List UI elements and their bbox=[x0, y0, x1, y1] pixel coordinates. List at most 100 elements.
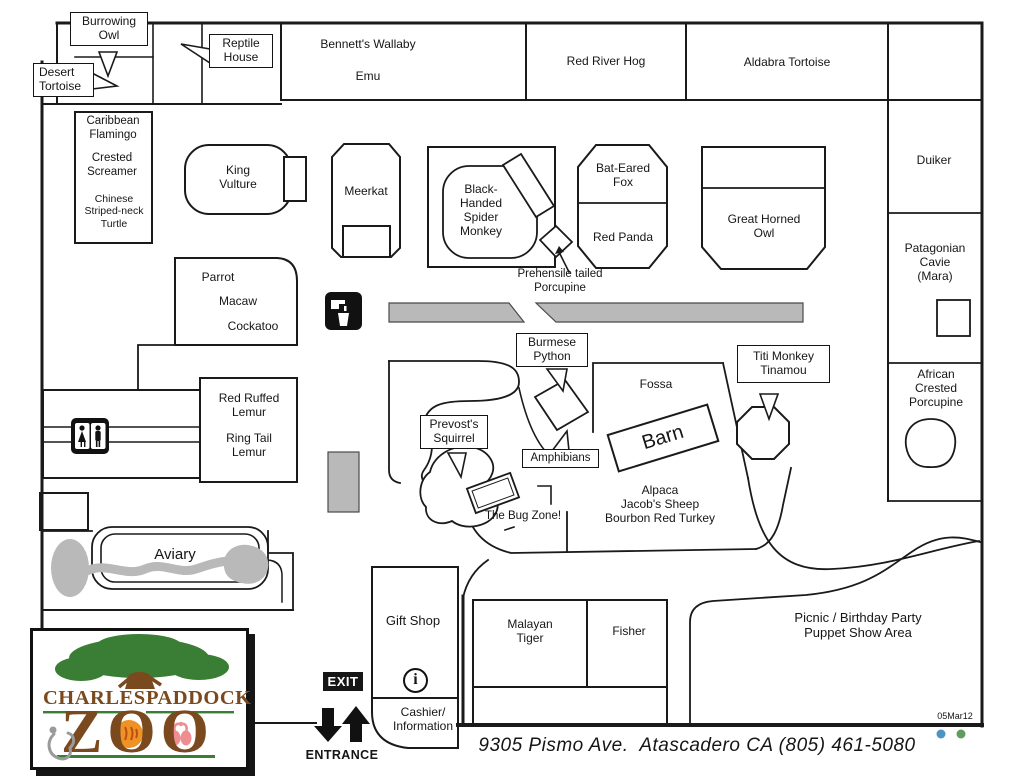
callout-prevosts-squirrel: Prevost's Squirrel bbox=[420, 415, 488, 449]
label-emu: Emu bbox=[355, 69, 381, 83]
address-text: 9305 Pismo Ave. Atascadero CA (805) 461-… bbox=[478, 735, 916, 756]
label-king-vulture: King Vulture bbox=[219, 163, 257, 192]
label-macaw: Macaw bbox=[218, 294, 258, 308]
owl-enclosure bbox=[701, 146, 826, 270]
restroom-icon bbox=[71, 418, 109, 454]
tree-crown bbox=[55, 657, 107, 681]
label-prehensile-porcupine: Prehensile tailed Porcupine bbox=[517, 268, 603, 294]
prevosts-squirrel-pointer bbox=[446, 452, 467, 480]
label-red-panda: Red Panda bbox=[592, 230, 654, 244]
label-gift-shop: Gift Shop bbox=[385, 613, 441, 628]
right-column-dividers bbox=[887, 212, 983, 502]
drinking-fountain-icon bbox=[325, 292, 362, 330]
amphibians-pointer bbox=[550, 428, 570, 452]
walkway-bar-vertical bbox=[327, 451, 360, 513]
callout-burrowing-owl: Burrowing Owl bbox=[70, 12, 148, 46]
spider-monkey-enclosure bbox=[427, 146, 556, 268]
label-aldabra-tortoise: Aldabra Tortoise bbox=[743, 55, 831, 69]
porcupine-arrow bbox=[557, 250, 571, 274]
label-cockatoo: Cockatoo bbox=[227, 319, 279, 333]
walkway-curve-upper bbox=[746, 476, 981, 570]
cashier-building bbox=[371, 697, 459, 749]
walkway-left bbox=[388, 360, 402, 485]
label-fisher: Fisher bbox=[612, 624, 646, 638]
walkway-bar-right bbox=[534, 302, 804, 323]
green-dot bbox=[956, 729, 966, 739]
porcupine-arrowhead bbox=[555, 246, 564, 254]
down-arrow-icon bbox=[314, 726, 342, 742]
titi-monkey-enclosure bbox=[736, 406, 790, 460]
label-crested-screamer: Crested Screamer bbox=[87, 152, 137, 178]
reptile-house-pointer bbox=[180, 43, 211, 65]
cavie-shelter bbox=[936, 299, 971, 337]
tree-branches bbox=[117, 675, 162, 689]
callout-titi-monkey: Titi Monkey Tinamou bbox=[737, 345, 830, 383]
callout-desert-tortoise: Desert Tortoise bbox=[33, 63, 94, 97]
callout-reptile-house: Reptile House bbox=[209, 34, 273, 68]
desert-tortoise-pointer bbox=[91, 71, 120, 90]
titi-monkey-pointer bbox=[758, 393, 780, 422]
barnyard-fence-right bbox=[754, 466, 793, 551]
porcupine-den bbox=[904, 418, 957, 468]
callout-amphibians: Amphibians bbox=[522, 449, 599, 469]
label-bat-eared-fox: Bat-Eared Fox bbox=[595, 161, 651, 190]
aviary-pond-left bbox=[51, 539, 89, 597]
logo-art bbox=[43, 634, 234, 758]
underline-charles bbox=[43, 711, 131, 714]
meerkat-enclosure bbox=[331, 143, 401, 258]
date-stamp: 05Mar12 bbox=[937, 711, 973, 721]
top-row-enclosures bbox=[280, 22, 983, 101]
label-red-ruffed-lemur: Red Ruffed Lemur bbox=[218, 391, 280, 420]
label-malayan-tiger: Malayan Tiger bbox=[507, 617, 553, 646]
label-caribbean-flamingo: Caribbean Flamingo bbox=[86, 115, 140, 141]
burmese-python-pointer bbox=[545, 368, 568, 393]
bugzone-building bbox=[465, 471, 521, 515]
label-fossa: Fossa bbox=[639, 377, 673, 391]
label-cashier-information: Cashier/ Information bbox=[392, 705, 454, 734]
label-duiker: Duiker bbox=[916, 153, 952, 167]
label-red-river-hog: Red River Hog bbox=[566, 54, 646, 68]
information-icon: i bbox=[403, 668, 428, 693]
label-barnyard-animals: Alpaca Jacob's Sheep Bourbon Red Turkey bbox=[604, 483, 716, 526]
king-vulture-shelter bbox=[283, 156, 307, 202]
restroom-paths bbox=[42, 426, 201, 443]
label-meerkat: Meerkat bbox=[344, 184, 388, 198]
label-picnic-area: Picnic / Birthday Party Puppet Show Area bbox=[794, 610, 922, 641]
small-building bbox=[39, 492, 89, 531]
walkway-connector bbox=[461, 558, 490, 600]
down-arrow-icon bbox=[322, 708, 334, 726]
barn-building bbox=[606, 403, 720, 473]
aviary-corner-inner bbox=[267, 559, 283, 603]
label-ring-tail-lemur: Ring Tail Lemur bbox=[226, 431, 272, 460]
label-bennetts-wallaby: Bennett's Wallaby bbox=[320, 37, 416, 51]
callout-burmese-python: Burmese Python bbox=[516, 333, 588, 367]
bugzone-building-inner bbox=[471, 477, 515, 509]
spider-monkey-bridge bbox=[501, 152, 556, 219]
logo-charles: CHARLES bbox=[43, 687, 146, 709]
label-aviary: Aviary bbox=[154, 546, 196, 563]
label-parrot: Parrot bbox=[201, 270, 235, 284]
aviary-cage-outer bbox=[91, 526, 269, 590]
underline-zoo bbox=[57, 755, 215, 758]
label-entrance: ENTRANCE bbox=[305, 748, 379, 762]
charles-paddock-zoo-logo: CHARLES PADDOCK ZOO bbox=[30, 628, 252, 770]
up-arrow-icon bbox=[342, 706, 370, 724]
aviary-corner bbox=[267, 530, 294, 611]
entrance-arrows bbox=[314, 706, 370, 742]
fisher-enclosure bbox=[586, 599, 668, 688]
fossa-walls bbox=[592, 361, 750, 480]
tree-crown bbox=[169, 654, 229, 680]
tree-crown bbox=[97, 634, 181, 656]
aviary-pond-right bbox=[223, 544, 269, 584]
restroom-building bbox=[42, 389, 201, 479]
label-bug-zone: The Bug Zone! bbox=[484, 510, 562, 522]
label-spider-monkey: Black- Handed Spider Monkey bbox=[459, 182, 503, 239]
flamingo-enclosure bbox=[74, 111, 153, 244]
exit-sign: EXIT bbox=[323, 672, 363, 691]
tiger-icon bbox=[115, 720, 143, 748]
picnic-boundary bbox=[689, 536, 982, 726]
flamingo-icon bbox=[169, 721, 192, 746]
logo-paddock: PADDOCK bbox=[146, 687, 252, 709]
tiger-stripes bbox=[124, 726, 138, 741]
empty-enclosure bbox=[472, 686, 668, 726]
